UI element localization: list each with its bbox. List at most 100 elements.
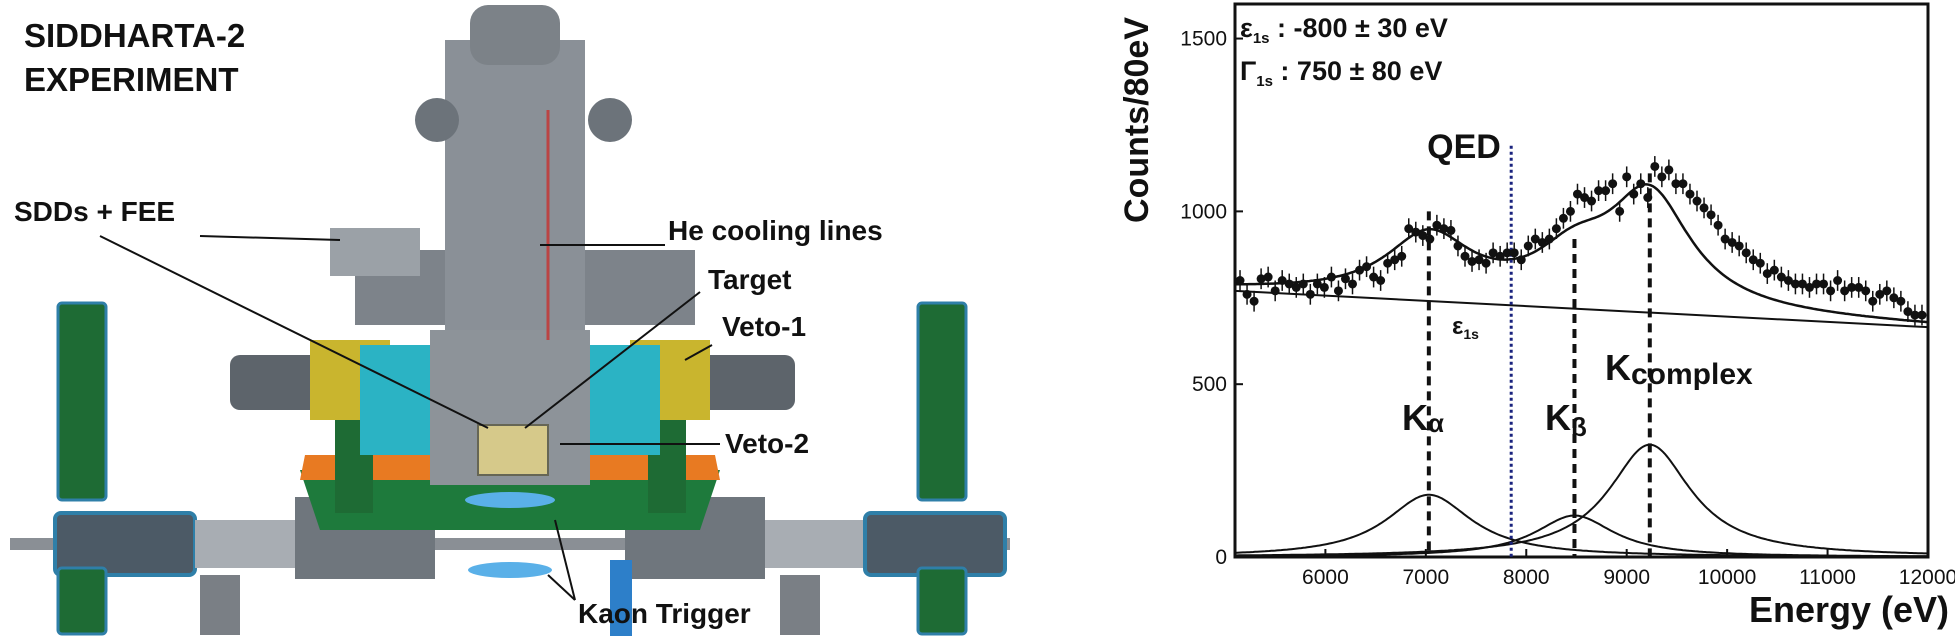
beam-module-right bbox=[863, 511, 1007, 577]
data-point bbox=[1460, 251, 1470, 261]
shield-left-top bbox=[56, 301, 108, 502]
data-point bbox=[1868, 296, 1878, 306]
data-point bbox=[1699, 203, 1709, 213]
y-tick-label: 1000 bbox=[1180, 200, 1227, 223]
data-point bbox=[1558, 213, 1568, 223]
data-point bbox=[1685, 189, 1695, 199]
veto1-callout-line bbox=[684, 344, 713, 361]
plot-frame bbox=[1233, 2, 1930, 559]
data-point bbox=[1587, 196, 1597, 206]
annotation-k-complex-sub: complex bbox=[1631, 358, 1753, 391]
data-point bbox=[1706, 210, 1716, 220]
stand-right bbox=[780, 575, 820, 635]
label-target: Target bbox=[708, 264, 792, 295]
data-point bbox=[1713, 220, 1723, 230]
data-point bbox=[1333, 286, 1343, 296]
annotation-k-alpha: Kα bbox=[1402, 397, 1444, 438]
label-he-cooling: He cooling lines bbox=[668, 215, 883, 246]
beam-section-right bbox=[765, 520, 865, 568]
data-point bbox=[1362, 262, 1372, 272]
data-point bbox=[1249, 296, 1259, 306]
data-point bbox=[1404, 224, 1414, 234]
label-veto1: Veto-1 bbox=[722, 311, 807, 342]
data-point bbox=[1326, 272, 1336, 282]
data-point bbox=[1671, 179, 1681, 189]
data-point bbox=[1312, 279, 1322, 289]
x-tick-label: 11000 bbox=[1799, 566, 1856, 589]
data-point bbox=[1270, 286, 1280, 296]
param-gamma-value: 750 ± 80 eV bbox=[1297, 56, 1442, 86]
data-point bbox=[1720, 234, 1730, 244]
annotation-k-beta: Kβ bbox=[1545, 397, 1587, 442]
data-point bbox=[1376, 276, 1386, 285]
data-point bbox=[1882, 286, 1892, 296]
data-point bbox=[1643, 193, 1653, 203]
data-point bbox=[1523, 241, 1533, 251]
data-point bbox=[1861, 286, 1871, 296]
cryostat-top bbox=[470, 5, 560, 65]
target-cell bbox=[477, 424, 549, 476]
data-point bbox=[1565, 206, 1575, 216]
data-point bbox=[1622, 172, 1632, 182]
data-point bbox=[1495, 251, 1505, 261]
total-fit-curve bbox=[1235, 183, 1929, 324]
data-point bbox=[1797, 279, 1807, 289]
data-point bbox=[1432, 220, 1442, 230]
label-veto2: Veto-2 bbox=[725, 428, 810, 459]
param-eps-sub: 1s bbox=[1253, 30, 1270, 47]
data-point bbox=[1453, 241, 1463, 251]
param-gamma: Γ1s : 750 ± 80 eV bbox=[1240, 56, 1442, 90]
data-point bbox=[1629, 189, 1639, 199]
x-tick-label: 12000 bbox=[1899, 566, 1955, 589]
data-point bbox=[1762, 269, 1772, 279]
data-point bbox=[1833, 276, 1843, 285]
cryostat-tower bbox=[445, 40, 585, 330]
data-point bbox=[1572, 189, 1582, 199]
y-axis-label: Counts/80eV bbox=[1118, 17, 1156, 223]
peak-component-Kα bbox=[1234, 493, 1928, 558]
data-point bbox=[1741, 248, 1751, 258]
data-point bbox=[1875, 289, 1885, 299]
data-point bbox=[1910, 310, 1920, 320]
param-eps-value: -800 ± 30 eV bbox=[1294, 13, 1448, 43]
port-left bbox=[415, 98, 459, 142]
peak-component-Kcomplex bbox=[1235, 443, 1929, 557]
param-eps-symbol: ε bbox=[1240, 13, 1253, 43]
data-point bbox=[1340, 274, 1350, 284]
apparatus-drawing bbox=[10, 5, 1010, 636]
data-point bbox=[1734, 241, 1744, 251]
data-point bbox=[1502, 248, 1512, 258]
data-point bbox=[1847, 282, 1857, 292]
data-point bbox=[1537, 237, 1547, 247]
data-point bbox=[1509, 248, 1519, 258]
data-point bbox=[1692, 196, 1702, 206]
x-tick-label: 7000 bbox=[1402, 566, 1449, 589]
experiment-title-line1: SIDDHARTA-2 bbox=[24, 17, 246, 54]
data-point bbox=[1284, 279, 1294, 289]
data-point bbox=[1418, 231, 1428, 241]
data-point bbox=[1467, 256, 1477, 266]
experiment-title: SIDDHARTA-2 EXPERIMENT bbox=[24, 14, 245, 102]
data-point bbox=[1657, 172, 1667, 182]
x-tick-label: 8000 bbox=[1503, 566, 1550, 589]
data-point bbox=[1776, 272, 1786, 282]
data-point bbox=[1650, 161, 1660, 171]
data-point bbox=[1544, 234, 1554, 244]
data-point bbox=[1348, 279, 1358, 289]
kaon-callout-line-1 bbox=[554, 519, 576, 601]
data-point bbox=[1446, 225, 1456, 235]
label-sdds: SDDs + FEE bbox=[14, 196, 176, 227]
data-point bbox=[1896, 296, 1906, 306]
data-point bbox=[1369, 272, 1379, 282]
param-gamma-symbol: Γ bbox=[1240, 56, 1256, 86]
electronics-box bbox=[330, 228, 420, 276]
data-point bbox=[1580, 193, 1590, 203]
annotation-k-beta-sub: β bbox=[1571, 412, 1587, 442]
data-point bbox=[1812, 279, 1822, 289]
data-point bbox=[1256, 274, 1266, 284]
data-point bbox=[1263, 272, 1273, 282]
data-point bbox=[1355, 265, 1365, 275]
port-right bbox=[588, 98, 632, 142]
data-point bbox=[1790, 279, 1800, 289]
y-tick-label: 500 bbox=[1192, 373, 1227, 396]
